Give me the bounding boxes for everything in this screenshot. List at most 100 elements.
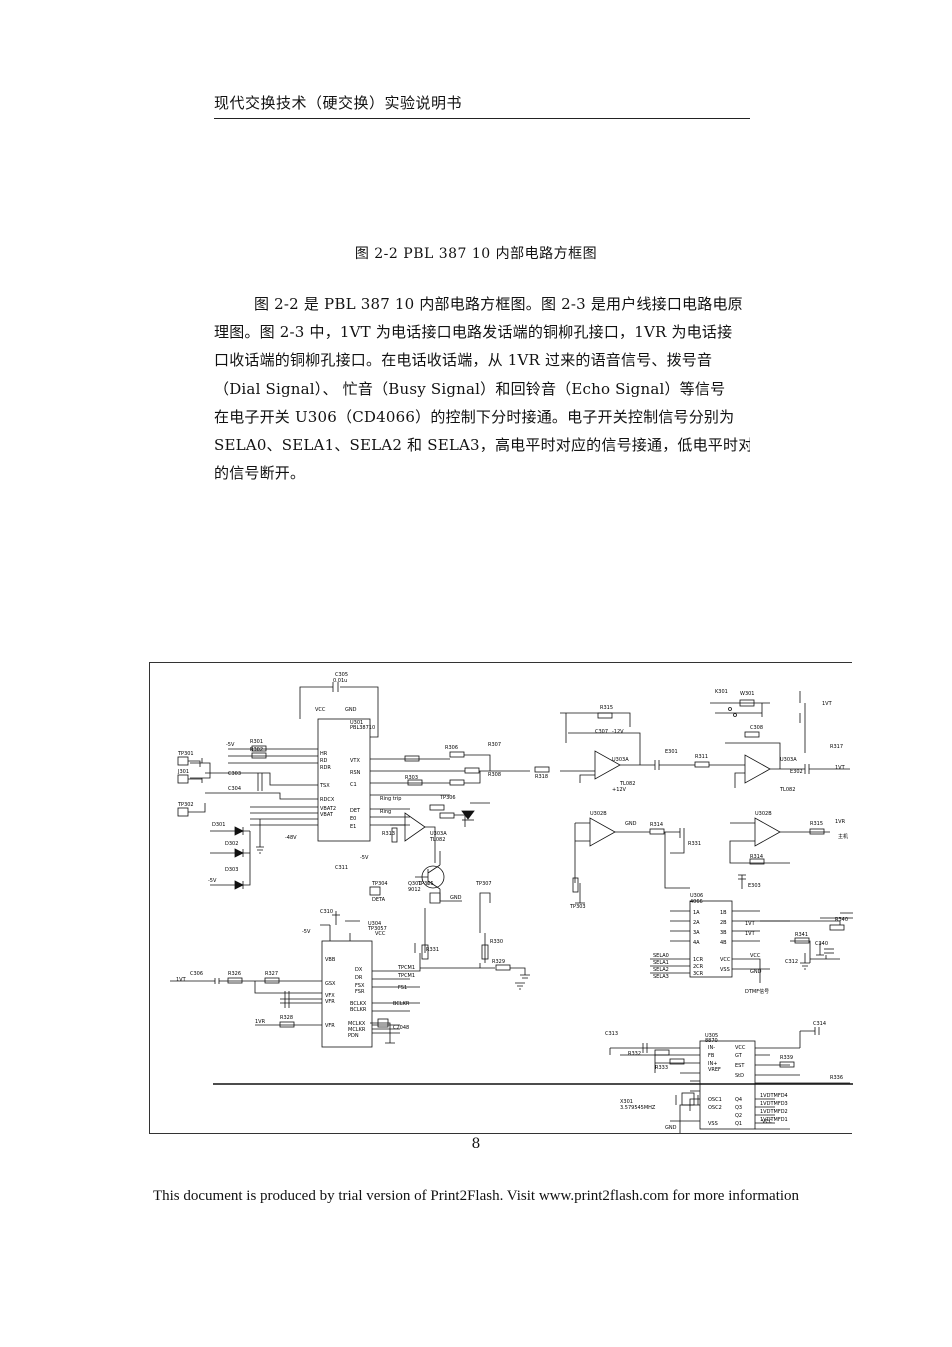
label-r327: R327 (265, 971, 278, 977)
label-m5v-b: -5V (208, 878, 217, 884)
label-tp301: TP301 (177, 751, 194, 757)
label-zhuzhi: 主机 (838, 833, 848, 840)
pin-e1: E1 (350, 824, 356, 830)
label-sela1: SELA1 (653, 960, 669, 966)
label-ivt-d: 1VT (176, 977, 187, 983)
label-tp303: TP303 (569, 904, 586, 910)
label-c340: C340 (815, 941, 828, 947)
pin-vss-b: VSS (708, 1121, 718, 1127)
pin-bclkr: BCLKR (350, 1007, 367, 1013)
label-tl082-b: TL082 (619, 781, 635, 787)
label-ivr-b: 1VR (255, 1019, 266, 1025)
pin-1a: 1A (693, 910, 700, 916)
pin-fsr: FSR (355, 989, 365, 995)
label-fs1: FS1 (398, 985, 407, 991)
pin-rdcx: RDCX (320, 797, 335, 803)
circuit-schematic: C305 0.01u VCC GND U301 PBL38710 HR RD R… (149, 662, 853, 1134)
label-r302: R302 (250, 747, 263, 753)
pin-gt: GT (735, 1053, 743, 1059)
label-d301: D301 (212, 822, 225, 828)
label-e301: E301 (665, 749, 678, 755)
label-e303: E303 (748, 883, 761, 889)
label-r331: R331 (426, 947, 439, 953)
pin-3cr: 3CR (693, 971, 704, 977)
label-tl082-c: TL082 (779, 787, 795, 793)
label-vm12: -12V (612, 729, 624, 735)
label-r317: R317 (830, 744, 843, 750)
pin-pdn: PDN (348, 1033, 359, 1039)
label-gnd-d: GND (750, 969, 762, 975)
label-ivt-b: 1VT (745, 921, 756, 927)
pin-tsx: TSX (319, 783, 330, 789)
label-c303: C303 (228, 771, 241, 777)
label-r330: R330 (490, 939, 503, 945)
pin-1b: 1B (720, 910, 727, 916)
pin-vfr-b: VFR (325, 1023, 335, 1029)
pin-rd: RD (320, 758, 327, 764)
pin-fsx: FSX (355, 983, 365, 989)
pin-2cr: 2CR (693, 964, 704, 970)
paragraph-line: 的信号断开。 (214, 464, 306, 483)
label-c306: C306 (190, 971, 203, 977)
label-bclkr: BCLKR (393, 1001, 410, 1007)
label-ivdtmfd1: 1VDTMFD1 (760, 1117, 788, 1123)
label-c310: C310 (320, 909, 333, 915)
label-gnd-b: GND (450, 895, 462, 901)
label-r303: R303 (405, 775, 418, 781)
pin-q1: Q1 (735, 1121, 742, 1127)
label-tpcm1b: TPCM1 (397, 973, 415, 979)
label-gnd-e: GND (665, 1125, 677, 1131)
label-tp305: TP305 (417, 881, 434, 887)
label-tl082: TL082 (429, 837, 445, 843)
pin-e0: E0 (350, 816, 356, 822)
body-paragraph: 图 2-2 是 PBL 387 10 内部电路方框图。图 2-3 是用户线接口电… (214, 290, 750, 487)
pin-vdd-b: VCC (735, 1045, 746, 1051)
label-vcc-b: VCC (750, 953, 761, 959)
pin-vss: VSS (720, 967, 730, 973)
label-gnd-c: GND (625, 821, 637, 827)
label-r341: R341 (795, 932, 808, 938)
label-c314: C314 (813, 1021, 826, 1027)
header-title: 现代交换技术（硬交换）实验说明书 (214, 94, 463, 112)
label-gnd: GND (345, 707, 357, 713)
label-r339: R339 (780, 1055, 793, 1061)
label-r314: R314 (650, 822, 663, 828)
label-q301-val: 9012 (408, 887, 421, 893)
label-c2048: C2048 (393, 1025, 409, 1031)
label-r328: R328 (280, 1015, 293, 1021)
label-sela3: SELA3 (653, 974, 669, 980)
label-r340: R340 (835, 917, 848, 923)
label-u303a-b: U303A (612, 757, 629, 763)
pin-4b: 4B (720, 940, 727, 946)
label-k301: K301 (715, 689, 728, 695)
label-v12: +12V (612, 787, 627, 793)
label-u304-part: TP3057 (367, 926, 387, 932)
label-c311: C311 (335, 865, 348, 871)
pin-fb: FB (708, 1053, 715, 1059)
paragraph-line: 口收话端的铜柳孔接口。在电话收话端，从 1VR 过来的语音信号、拨号音 (214, 351, 713, 370)
label-c312: C312 (785, 959, 798, 965)
label-r336: R336 (830, 1075, 843, 1081)
label-r306: R306 (445, 745, 458, 751)
pin-det: DET (350, 808, 361, 814)
label-r318: R318 (535, 774, 548, 780)
label-vcc-d: VCC (762, 1119, 773, 1125)
label-r333: R333 (655, 1065, 668, 1071)
label-r313: R313 (382, 831, 395, 837)
label-u306-part: 4066 (690, 899, 703, 905)
label-x301-val: 3.579545MHZ (620, 1105, 656, 1111)
label-w301: W301 (740, 691, 755, 697)
label-sela0: SELA0 (653, 953, 669, 959)
pin-gsx: GSX (325, 981, 336, 987)
label-r301: R301 (250, 739, 263, 745)
label-ivt-c: 1VT (745, 931, 756, 937)
label-m5v: -5V (226, 742, 235, 748)
pin-dx: DX (355, 967, 363, 973)
pin-2a: 2A (693, 920, 700, 926)
label-c309: R331 (688, 841, 701, 847)
label-m48v: -48V (285, 835, 297, 841)
pin-vbat: VBAT (320, 812, 334, 818)
pin-vdd: VCC (720, 957, 731, 963)
label-r307: R307 (488, 742, 501, 748)
pin-osc1: OSC1 (708, 1097, 722, 1103)
